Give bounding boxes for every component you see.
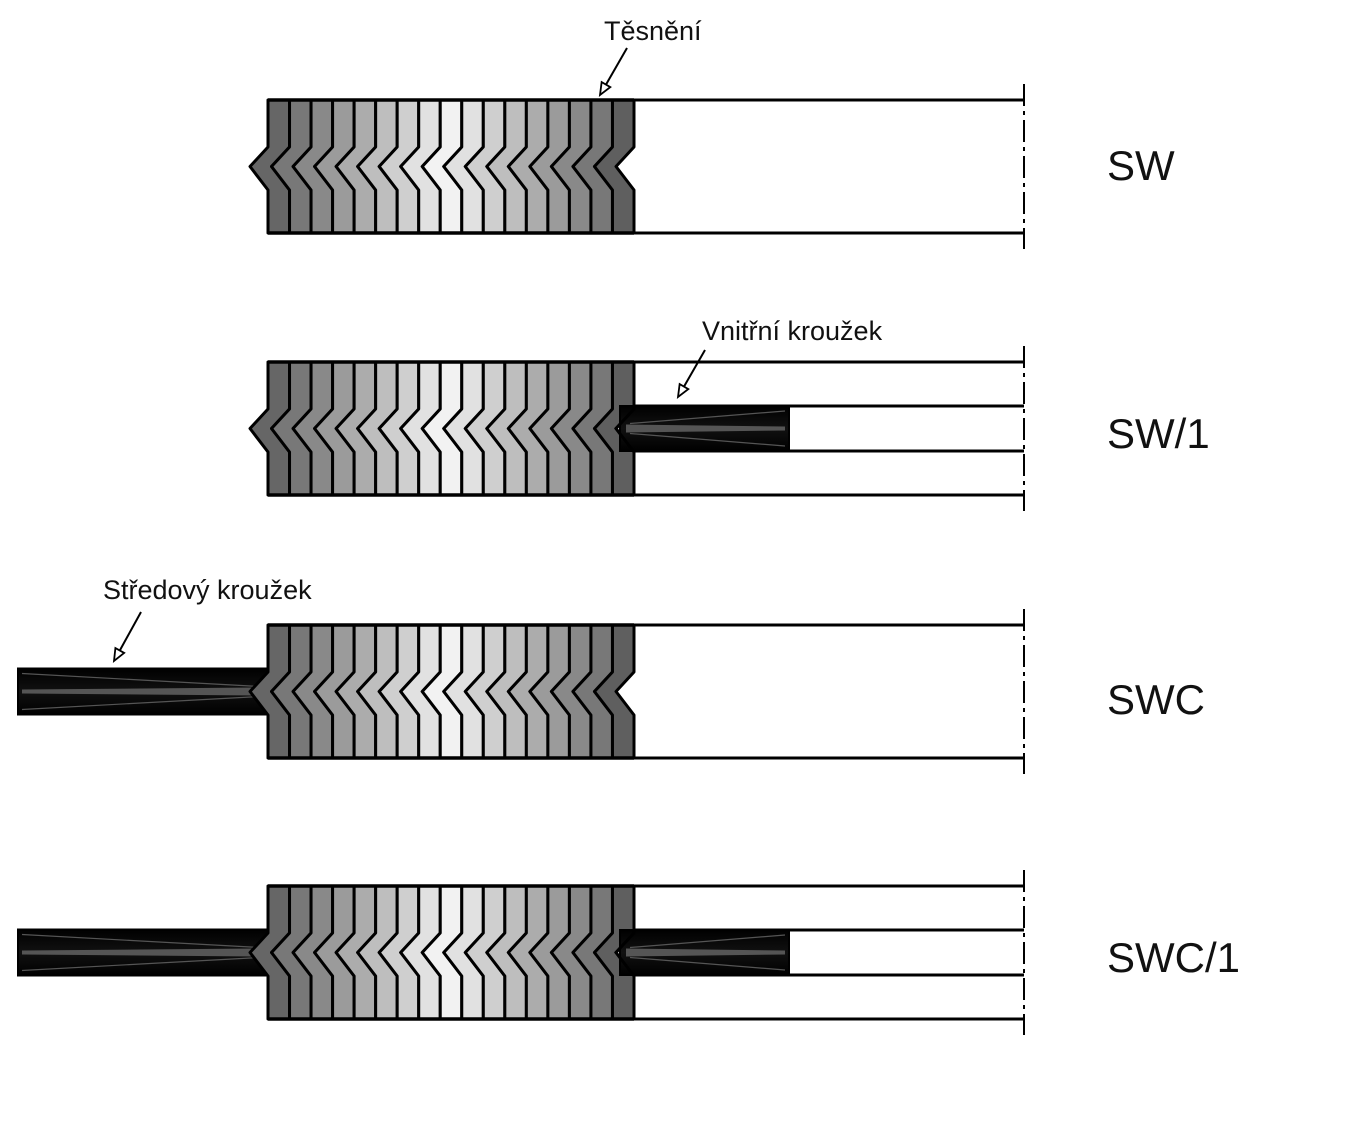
annotation-seal: Těsnění <box>604 16 702 46</box>
inner-ring-taper <box>629 432 786 447</box>
centering-ring-core <box>22 948 256 957</box>
variant-label-swc: SWC <box>1107 676 1205 723</box>
arrowhead-icon <box>676 382 690 400</box>
inner-ring-core <box>626 424 785 433</box>
arrowhead-icon <box>598 80 612 98</box>
leader-line <box>683 349 706 388</box>
winding-edge <box>614 362 636 495</box>
inner-ring-taper <box>629 934 786 949</box>
leader-line <box>118 611 142 651</box>
inner-ring-taper <box>629 956 786 971</box>
annotation-centering-ring: Středový kroužek <box>103 575 312 605</box>
arrowhead-icon <box>112 646 126 664</box>
centering-ring-taper <box>21 956 261 972</box>
variant-label-sw1: SW/1 <box>1107 410 1210 457</box>
winding-edge <box>614 886 636 1019</box>
variant-label-swc1: SWC/1 <box>1107 934 1240 981</box>
centering-ring-taper <box>21 672 261 688</box>
centering-ring-taper <box>21 933 261 949</box>
leader-line <box>605 47 628 86</box>
variant-label-sw: SW <box>1107 142 1175 189</box>
annotation-inner-ring: Vnitřní kroužek <box>702 316 883 346</box>
inner-ring-core <box>626 948 785 957</box>
inner-ring-taper <box>629 410 786 425</box>
centering-ring-core <box>22 687 256 696</box>
centering-ring-taper <box>21 695 261 711</box>
